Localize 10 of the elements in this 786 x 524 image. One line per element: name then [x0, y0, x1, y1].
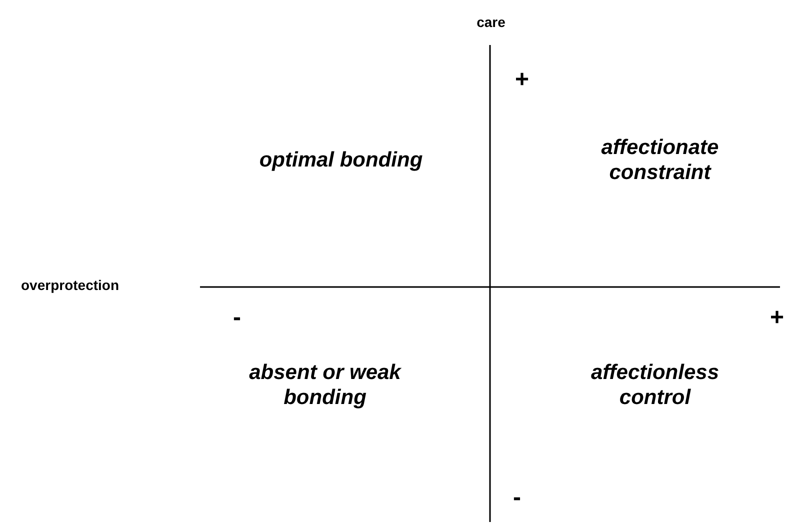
axis-label: overprotection	[21, 277, 119, 293]
plus-sign: +	[770, 304, 784, 332]
quadrant-label: absent or weak bonding	[248, 360, 402, 410]
quadrant-label: affectionless control	[590, 360, 720, 410]
quadrant-label: optimal bonding	[258, 148, 424, 172]
minus-sign: -	[233, 304, 241, 332]
quadrant-label: affectionate constraint	[600, 135, 720, 185]
axis-label: care	[476, 14, 506, 30]
minus-sign: -	[513, 484, 521, 512]
plus-sign: +	[515, 66, 529, 94]
